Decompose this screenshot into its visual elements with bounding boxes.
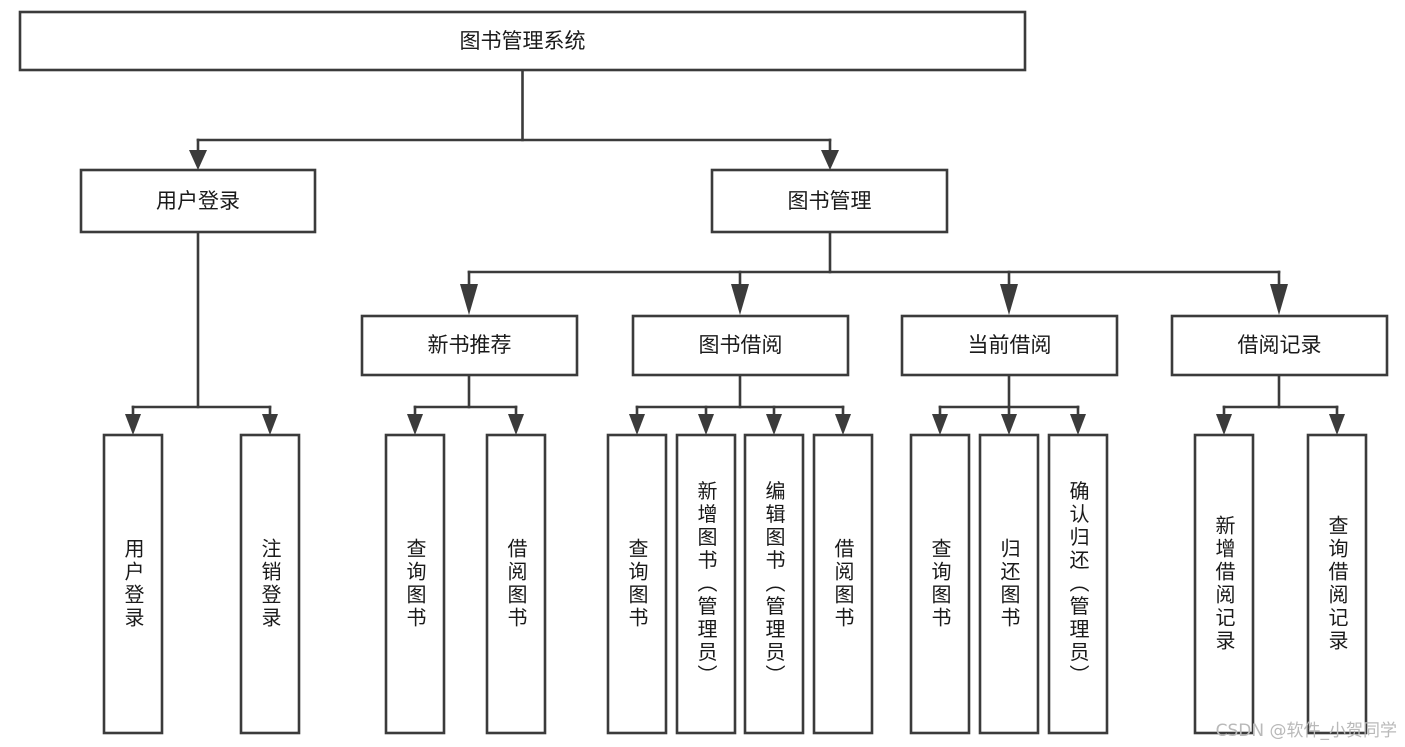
leaf-label-logout: 注销登录 [258,538,282,630]
leaf-node-logout[interactable]: 注销登录 [239,433,301,735]
arrow-to-book-borrow [731,284,749,315]
leaf-node-query-book-borrow[interactable]: 查询图书 [606,433,668,735]
node-book-borrow[interactable]: 图书借阅 [631,314,850,377]
csdn-watermark: CSDN @软件_小贺同学 [1215,721,1397,741]
edges-layer [125,68,1345,435]
arrow-leaf-query-book-1 [407,414,423,435]
leaf-label-add-borrow-record: 新增借阅记录 [1212,515,1236,653]
node-label-book-management: 图书管理 [788,189,872,213]
node-book-management[interactable]: 图书管理 [710,168,949,234]
leaf-label-confirm-return: 确认归还（管理员） [1066,480,1090,687]
leaf-node-borrow-book[interactable]: 借阅图书 [812,433,874,735]
arrow-leaf-return-book [1001,414,1017,435]
arrow-leaf-edit-book [766,414,782,435]
node-root-system[interactable]: 图书管理系统 [18,10,1027,72]
arrow-leaf-query-book-2 [629,414,645,435]
arrow-leaf-query-book-3 [932,414,948,435]
arrow-to-user-login [189,150,207,170]
leaf-label-query-borrow-record: 查询借阅记录 [1325,515,1349,653]
leaf-label-return-book: 归还图书 [997,538,1021,630]
arrow-leaf-query-record [1329,414,1345,435]
leaf-label-query-book-current: 查询图书 [928,538,952,630]
leaf-label-add-book: 新增图书（管理员） [694,480,718,687]
arrow-leaf-add-record [1216,414,1232,435]
node-label-book-borrow: 图书借阅 [699,333,783,357]
node-new-book-recommend[interactable]: 新书推荐 [360,314,579,377]
arrow-leaf-borrow-book-2 [835,414,851,435]
arrow-to-book-mgmt [821,150,839,170]
leaf-node-confirm-return[interactable]: 确认归还（管理员） [1047,433,1109,735]
node-label-new-book-recommend: 新书推荐 [428,333,512,357]
leaf-node-query-borrow-record[interactable]: 查询借阅记录 [1306,433,1368,735]
leaf-label-borrow-book: 借阅图书 [831,538,855,630]
arrow-to-borrow-record [1270,284,1288,315]
leaf-label-borrow-book-recommend: 借阅图书 [504,538,528,630]
arrow-leaf-user-login [125,414,141,435]
arrow-leaf-add-book [698,414,714,435]
arrow-to-current-borrow [1000,284,1018,315]
node-label-current-borrow: 当前借阅 [968,333,1052,357]
node-current-borrow[interactable]: 当前借阅 [900,314,1119,377]
leaf-node-query-book-recommend[interactable]: 查询图书 [384,433,446,735]
arrow-leaf-logout [262,414,278,435]
leaf-label-query-book-recommend: 查询图书 [403,538,427,630]
node-user-login[interactable]: 用户登录 [79,168,317,234]
arrow-leaf-borrow-book-1 [508,414,524,435]
leaf-label-query-book-borrow: 查询图书 [625,538,649,630]
leaf-node-return-book[interactable]: 归还图书 [978,433,1040,735]
leaf-node-query-book-current[interactable]: 查询图书 [909,433,971,735]
arrow-to-new-book-recommend [460,284,478,315]
arrow-leaf-confirm-return [1070,414,1086,435]
leaf-node-add-borrow-record[interactable]: 新增借阅记录 [1193,433,1255,735]
nodes-layer: 图书管理系统 用户登录 图书管理 新书推荐 图书借阅 当前 [18,10,1389,735]
leaf-label-edit-book: 编辑图书（管理员） [762,480,786,687]
node-label-root: 图书管理系统 [460,29,586,53]
node-label-borrow-record: 借阅记录 [1238,333,1322,357]
leaf-node-borrow-book-recommend[interactable]: 借阅图书 [485,433,547,735]
leaf-label-user-login: 用户登录 [121,538,145,630]
node-label-user-login: 用户登录 [156,189,240,213]
leaf-node-edit-book[interactable]: 编辑图书（管理员） [743,433,805,735]
leaf-node-add-book[interactable]: 新增图书（管理员） [675,433,737,735]
leaf-node-user-login[interactable]: 用户登录 [102,433,164,735]
node-borrow-record[interactable]: 借阅记录 [1170,314,1389,377]
